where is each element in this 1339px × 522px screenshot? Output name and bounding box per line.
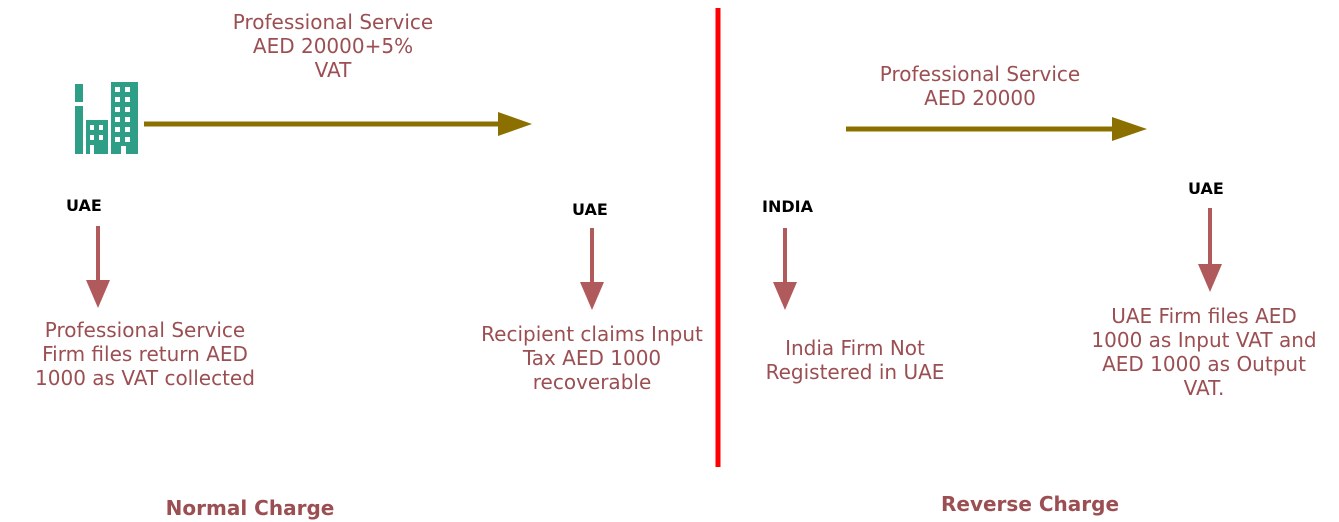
reverse-supplier-label: INDIA (762, 197, 813, 216)
reverse-supplier-note-line: India Firm Not (785, 336, 925, 360)
reverse-recipient-note-line: UAE Firm files AED (1111, 304, 1297, 328)
reverse-supplier-down-arrow (773, 228, 797, 310)
normal-supplier-label: UAE (66, 196, 102, 215)
reverse-service-arrow (846, 117, 1147, 141)
normal-supplier-note-line: 1000 as VAT collected (35, 366, 255, 390)
reverse-supplier-note-line: Registered in UAE (765, 360, 945, 384)
normal-recipient-note: Recipient claims Input Tax AED 1000 reco… (437, 322, 747, 394)
building-icon (75, 82, 138, 154)
normal-supplier-note-line: Professional Service (44, 318, 246, 342)
normal-service-text: Professional Service AED 20000+5% VAT (203, 10, 463, 82)
reverse-charge-footer: Reverse Charge (940, 492, 1120, 516)
reverse-recipient-note: UAE Firm files AED 1000 as Input VAT and… (1070, 304, 1338, 400)
reverse-recipient-note-line: 1000 as Input VAT and (1091, 328, 1317, 352)
reverse-service-text: Professional Service AED 20000 (840, 62, 1120, 110)
reverse-recipient-note-line: VAT. (1183, 376, 1225, 400)
normal-service-line: AED 20000+5% (252, 34, 414, 58)
normal-service-line: Professional Service (232, 10, 434, 34)
reverse-supplier-note: India Firm Not Registered in UAE (740, 336, 970, 384)
reverse-service-line: AED 20000 (924, 86, 1036, 110)
reverse-service-line: Professional Service (879, 62, 1081, 86)
normal-service-arrow (144, 112, 532, 136)
normal-supplier-down-arrow (86, 226, 110, 308)
normal-recipient-note-line: Recipient claims Input (481, 322, 703, 346)
normal-supplier-note-line: Firm files return AED (42, 342, 248, 366)
normal-recipient-label: UAE (572, 200, 608, 219)
normal-service-line: VAT (314, 58, 352, 82)
normal-charge-footer: Normal Charge (165, 496, 335, 520)
normal-recipient-note-line: Tax AED 1000 (522, 346, 662, 370)
normal-recipient-down-arrow (580, 228, 604, 310)
normal-recipient-note-line: recoverable (532, 370, 652, 394)
reverse-recipient-down-arrow (1198, 208, 1222, 292)
normal-supplier-note: Professional Service Firm files return A… (0, 318, 290, 390)
reverse-recipient-note-line: AED 1000 as Output (1102, 352, 1306, 376)
reverse-recipient-label: UAE (1188, 179, 1224, 198)
